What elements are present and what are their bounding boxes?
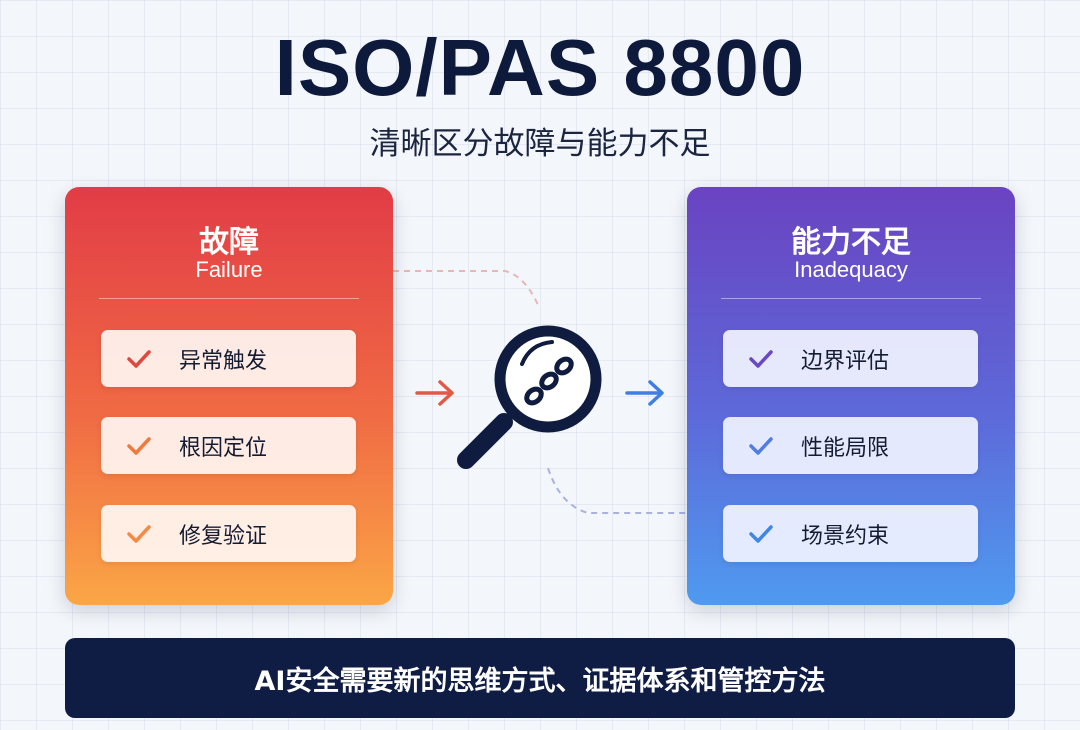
- failure-item: 修复验证: [101, 505, 356, 562]
- inadequacy-item: 边界评估: [723, 330, 978, 387]
- inadequacy-item: 场景约束: [723, 505, 978, 562]
- failure-panel: 故障 Failure 异常触发 根因定位 修复验证: [65, 187, 393, 605]
- right-arrow-icon: [625, 380, 664, 406]
- check-icon: [125, 348, 159, 370]
- inadequacy-item-label: 场景约束: [801, 523, 890, 549]
- footer-banner: AI安全需要新的思维方式、证据体系和管控方法: [65, 638, 1015, 718]
- left-arrow-icon: [415, 380, 454, 406]
- dashed-connector-top: [393, 270, 539, 306]
- check-icon: [125, 523, 159, 545]
- check-icon: [747, 435, 781, 457]
- page-title: ISO/PAS 8800: [274, 23, 806, 112]
- inadequacy-item: 性能局限: [723, 417, 978, 474]
- failure-panel-subtitle: Failure: [195, 257, 263, 282]
- check-icon: [747, 523, 781, 545]
- inadequacy-panel-title: 能力不足: [791, 225, 911, 260]
- inadequacy-item-label: 边界评估: [801, 348, 890, 374]
- magnifier-chain-icon: [457, 325, 602, 469]
- footer-text: AI安全需要新的思维方式、证据体系和管控方法: [254, 665, 826, 697]
- check-icon: [747, 348, 781, 370]
- panel-divider: [99, 298, 359, 299]
- failure-item: 根因定位: [101, 417, 356, 474]
- failure-item: 异常触发: [101, 330, 356, 387]
- inadequacy-item-label: 性能局限: [801, 435, 890, 461]
- dashed-connector-bottom: [547, 467, 687, 514]
- failure-item-label: 修复验证: [179, 523, 268, 549]
- page-subtitle: 清晰区分故障与能力不足: [369, 126, 711, 162]
- inadequacy-panel-subtitle: Inadequacy: [794, 257, 908, 282]
- panel-divider: [721, 298, 981, 299]
- failure-panel-title: 故障: [199, 225, 259, 260]
- inadequacy-panel: 能力不足 Inadequacy 边界评估 性能局限 场景约束: [687, 187, 1015, 605]
- failure-item-label: 异常触发: [179, 348, 268, 374]
- failure-item-label: 根因定位: [179, 435, 268, 461]
- check-icon: [125, 435, 159, 457]
